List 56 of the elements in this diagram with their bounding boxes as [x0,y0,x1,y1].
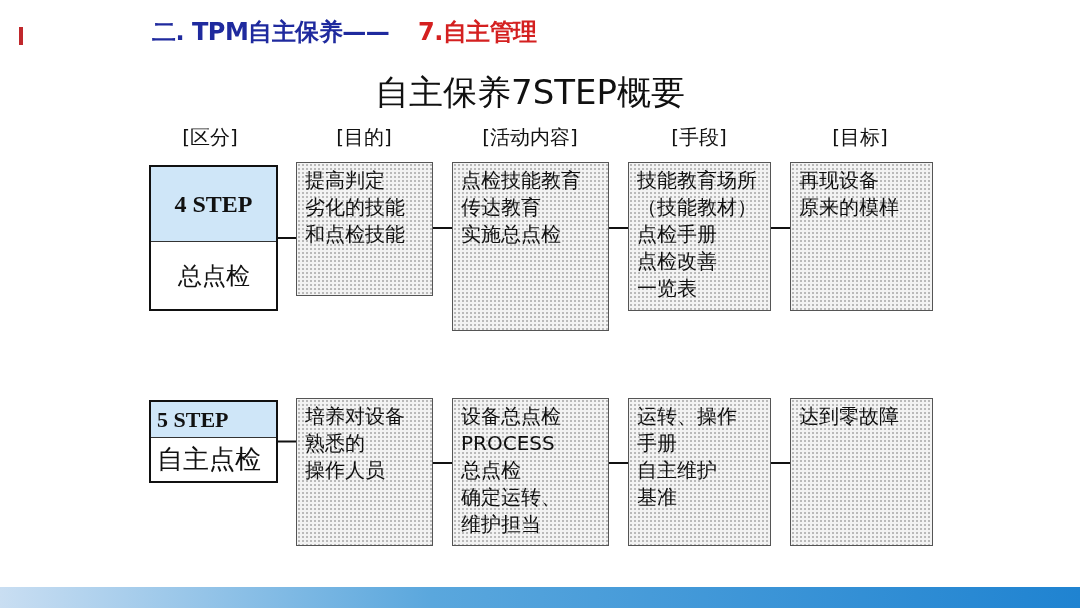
box-text: （技能教材） [637,194,758,221]
box-text: 劣化的技能 [305,194,406,221]
connector-line [770,462,791,464]
content-box [628,162,771,311]
box-text: 再现设备 [799,167,880,194]
content-box [296,162,433,296]
content-box [790,398,933,546]
box-text: 原来的模样 [799,194,900,221]
box-text: 提高判定 [305,167,386,194]
step-box [149,400,278,483]
diagram-title: 自主保养7STEP概要 [374,71,686,114]
box-text: 点检手册 [637,221,718,248]
box-text: 设备总点检 [461,403,562,430]
connector-line [770,227,791,229]
box-text: 熟悉的 [305,430,366,457]
column-header: [目标] [831,124,889,151]
box-text: 维护担当 [461,511,542,538]
step-number: 4 STEP [151,167,276,242]
box-text: 达到零故障 [799,403,900,430]
step-name: 总点检 [177,260,250,292]
box-text: 点检技能教育 [461,167,582,194]
box-text: 总点检 [461,457,522,484]
box-text: 和点检技能 [305,221,406,248]
column-header: [活动内容] [481,124,579,151]
connector-line [608,462,629,464]
box-text: 运转、操作 [637,403,738,430]
content-box [296,398,433,546]
content-box [790,162,933,311]
box-text: 自主维护 [637,457,718,484]
box-text: PROCESS [461,430,556,457]
column-header: [手段] [670,124,728,151]
slide-heading: 二. TPM自主保养—— [152,17,390,48]
column-header: [区分] [181,124,239,151]
box-text: 传达教育 [461,194,542,221]
box-text: 一览表 [637,275,698,302]
step-box [149,165,278,311]
box-text: 确定运转、 [461,484,562,511]
box-text: 手册 [637,430,678,457]
content-box [628,398,771,546]
step-name: 自主点检 [157,443,261,476]
connector-line [432,462,453,464]
slide-heading: 7.自主管理 [418,17,537,48]
content-box [452,398,609,546]
connector-line [277,440,297,443]
box-text: 实施总点检 [461,221,562,248]
box-text: 点检改善 [637,248,718,275]
box-text: 操作人员 [305,457,386,484]
connector-line [277,237,297,239]
step-number: 5 STEP [151,402,276,438]
content-box [452,162,609,331]
box-text: 培养对设备 [305,403,406,430]
connector-line [608,227,629,229]
box-text: 基准 [637,484,678,511]
column-header: [目的] [335,124,393,151]
box-text: 技能教育场所 [637,167,758,194]
connector-line [432,227,453,229]
